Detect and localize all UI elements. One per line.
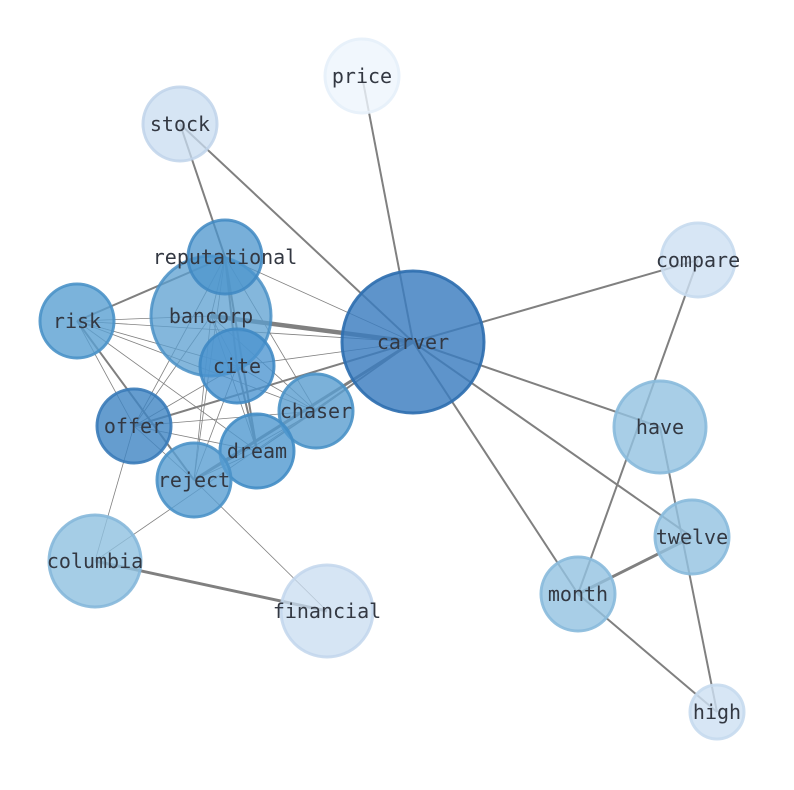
node-label-offer: offer bbox=[104, 414, 164, 438]
node-label-bancorp: bancorp bbox=[169, 304, 253, 328]
node-circle-high bbox=[688, 683, 746, 741]
node-circle-twelve bbox=[653, 498, 731, 576]
node-offer: offer bbox=[95, 387, 173, 465]
node-label-risk: risk bbox=[53, 309, 101, 333]
node-layer: carver bancorp reputational risk cite chaser o… bbox=[38, 37, 746, 741]
node-circle-risk bbox=[38, 282, 116, 360]
node-risk: risk bbox=[38, 282, 116, 360]
node-reputational: reputational bbox=[153, 218, 298, 296]
node-stock: stock bbox=[141, 85, 219, 163]
node-chaser: chaser bbox=[277, 372, 355, 450]
node-circle-month bbox=[539, 555, 617, 633]
node-columbia: columbia bbox=[47, 513, 143, 609]
node-month: month bbox=[539, 555, 617, 633]
node-label-price: price bbox=[332, 64, 392, 88]
node-circle-dream bbox=[218, 412, 296, 490]
node-label-financial: financial bbox=[273, 599, 381, 623]
node-label-cite: cite bbox=[213, 354, 261, 378]
node-label-have: have bbox=[636, 415, 684, 439]
node-circle-carver bbox=[340, 269, 486, 415]
node-label-dream: dream bbox=[227, 439, 287, 463]
node-label-high: high bbox=[693, 700, 741, 724]
node-label-carver: carver bbox=[377, 330, 449, 354]
node-label-stock: stock bbox=[150, 112, 210, 136]
node-label-month: month bbox=[548, 582, 608, 606]
node-dream: dream bbox=[218, 412, 296, 490]
node-price: price bbox=[323, 37, 401, 115]
node-label-compare: compare bbox=[656, 248, 740, 272]
node-label-chaser: chaser bbox=[280, 399, 352, 423]
node-high: high bbox=[688, 683, 746, 741]
node-compare: compare bbox=[656, 221, 740, 299]
node-circle-financial bbox=[279, 563, 375, 659]
node-have: have bbox=[612, 379, 708, 475]
node-circle-reputational bbox=[186, 218, 264, 296]
node-circle-cite bbox=[198, 327, 276, 405]
node-circle-price bbox=[323, 37, 401, 115]
node-cite: cite bbox=[198, 327, 276, 405]
node-reject: reject bbox=[155, 441, 233, 519]
node-circle-reject bbox=[155, 441, 233, 519]
node-twelve: twelve bbox=[653, 498, 731, 576]
node-financial: financial bbox=[273, 563, 381, 659]
node-circle-offer bbox=[95, 387, 173, 465]
node-label-twelve: twelve bbox=[656, 525, 728, 549]
node-circle-have bbox=[612, 379, 708, 475]
node-carver: carver bbox=[340, 269, 486, 415]
node-label-reject: reject bbox=[158, 468, 230, 492]
node-label-reputational: reputational bbox=[153, 245, 298, 269]
node-label-columbia: columbia bbox=[47, 549, 143, 573]
node-circle-stock bbox=[141, 85, 219, 163]
node-circle-chaser bbox=[277, 372, 355, 450]
node-circle-compare bbox=[659, 221, 737, 299]
node-circle-columbia bbox=[47, 513, 143, 609]
